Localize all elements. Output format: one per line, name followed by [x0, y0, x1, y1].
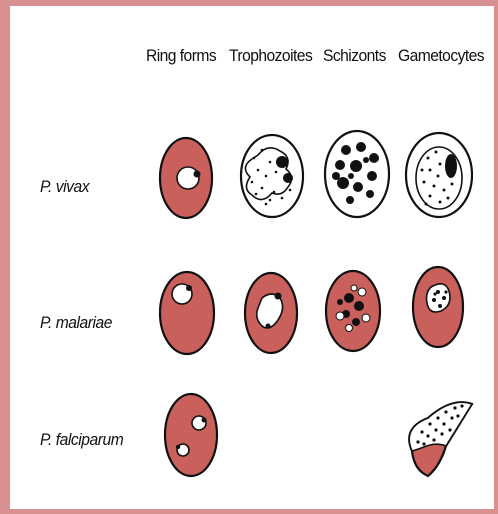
falciparum-ring-form-cell	[165, 394, 217, 476]
vivax-ring-form-cell	[160, 138, 212, 218]
malariae-trophozoite-cell	[245, 273, 297, 353]
falciparum-gametocyte-cell	[409, 402, 472, 476]
malariae-schizont-cell	[326, 271, 380, 351]
vivax-schizont-cell	[325, 131, 389, 217]
vivax-gametocyte-cell	[406, 133, 472, 217]
malariae-gametocyte-cell	[413, 267, 463, 347]
malariae-ring-form-cell	[160, 272, 214, 354]
vivax-trophozoite-cell	[241, 135, 303, 217]
